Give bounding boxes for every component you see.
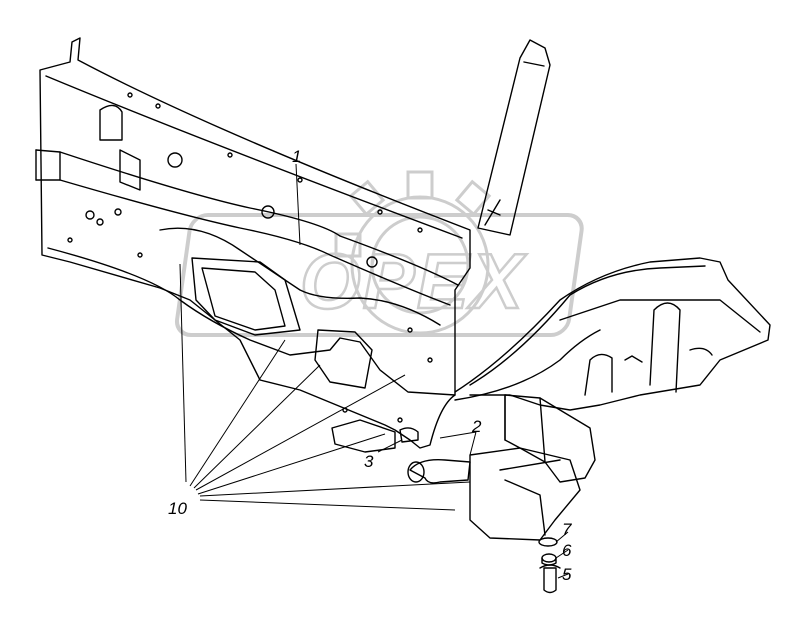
lower-step-contour [47,247,456,396]
panel-cutout-lower [314,329,373,389]
cab-rear-panel [39,37,471,449]
callout-2: 2 [471,417,482,436]
support-bracket [469,447,581,541]
rear-pillar [477,39,551,236]
mount-clip [331,419,396,453]
nut-part-6 [541,553,557,563]
callout-3: 3 [364,452,374,471]
panel-inner-edge [45,75,463,239]
callout-5: 5 [562,565,572,584]
watermark-frame [174,213,584,337]
callout-1: 1 [292,147,301,166]
panel-reinforcement-rib [35,149,459,286]
callout-6: 6 [562,541,572,560]
callout-10: 10 [168,499,187,518]
leader-lines [179,163,569,579]
washer-part-7 [538,537,558,547]
callout-7: 7 [562,520,572,539]
lower-bracket [504,394,596,483]
bolt-part-5 [539,564,561,594]
callout-labels: 1 2 3 5 6 7 10 [168,147,572,584]
frame-drawing [35,37,771,594]
fastener-stack [538,537,561,594]
watermark-text: OPEX [300,237,527,325]
watermark-logo: OPEX [174,170,584,337]
panel-cutout-upper [99,104,123,141]
side-frame-rail [454,257,771,411]
